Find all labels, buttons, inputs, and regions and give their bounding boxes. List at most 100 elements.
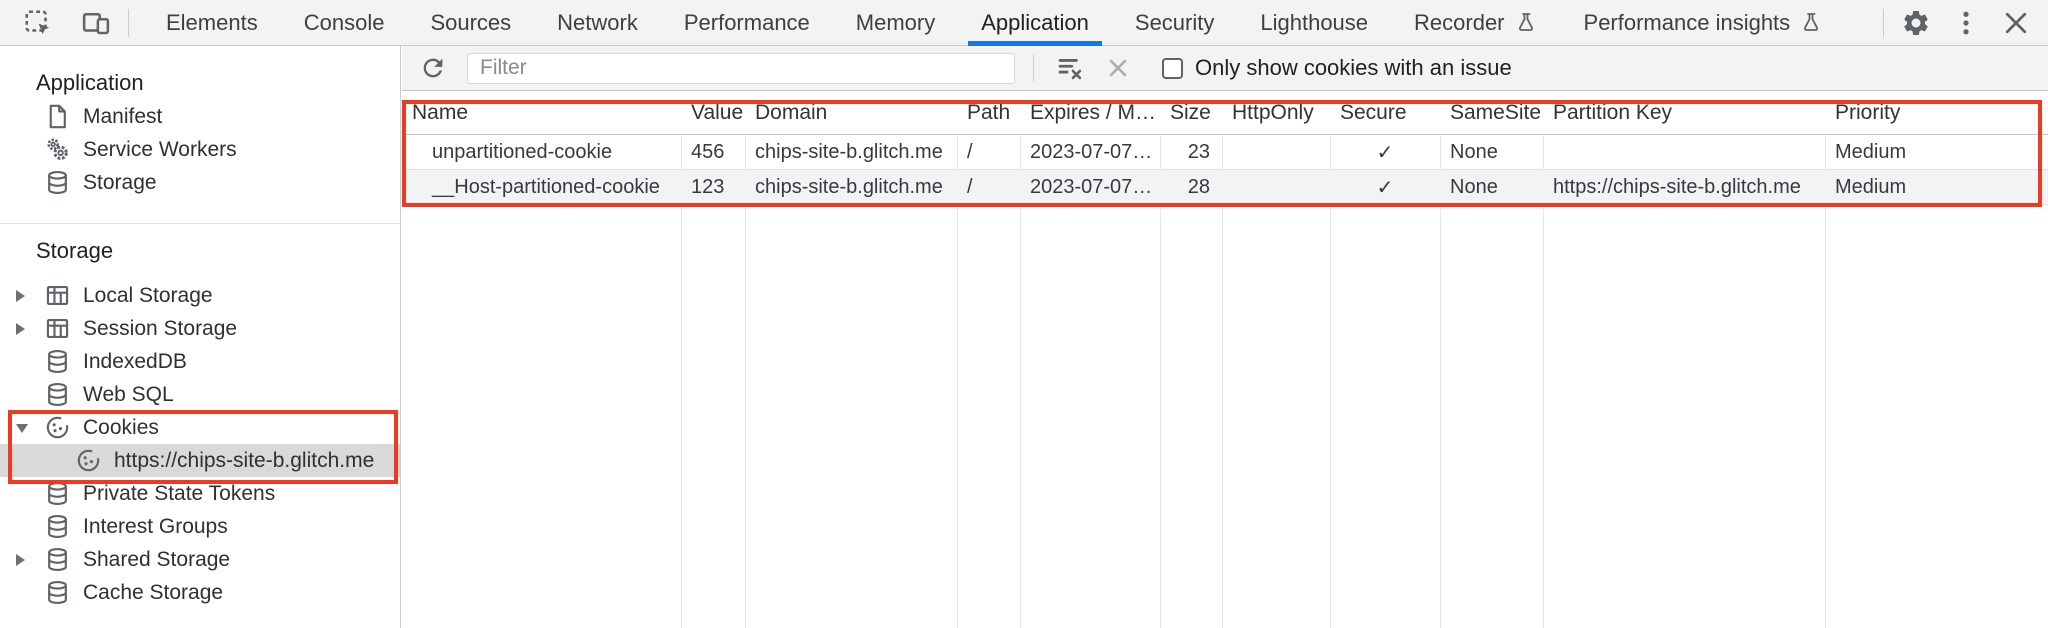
tab-console[interactable]: Console (281, 0, 408, 46)
database-icon (44, 480, 71, 507)
column-header-secure[interactable]: Secure (1340, 100, 1407, 124)
table-header-row: Name Value Domain Path Expires / M… Size HttpO… (402, 91, 2048, 135)
column-header-expires-m-[interactable]: Expires / M… (1030, 100, 1157, 124)
column-separator (681, 91, 682, 628)
cell-same-site[interactable]: None (1450, 175, 1498, 198)
delete-all-icon[interactable] (1100, 50, 1136, 86)
cell-size[interactable]: 23 (1187, 140, 1210, 163)
tab-lighthouse[interactable]: Lighthouse (1237, 0, 1391, 46)
cell-size[interactable]: 28 (1187, 175, 1210, 198)
cell-value[interactable]: 456 (691, 140, 725, 163)
tab-label: Console (303, 9, 385, 35)
manifest-file-icon (44, 103, 71, 130)
cell-path[interactable]: / (967, 140, 973, 163)
filter-input[interactable] (467, 52, 1015, 84)
cell-secure[interactable]: ✓ (1376, 141, 1394, 164)
tab-recorder[interactable]: Recorder (1391, 0, 1560, 46)
cell-domain[interactable]: chips-site-b.glitch.me (755, 175, 943, 198)
sidebar-item-interest-groups[interactable]: Interest Groups (0, 510, 400, 543)
cell-priority[interactable]: Medium (1835, 140, 1907, 163)
tab-security[interactable]: Security (1112, 0, 1237, 46)
refresh-icon[interactable] (415, 50, 451, 86)
cell-expires[interactable]: 2023-07-07… (1030, 140, 1153, 163)
tree-arrow-right-icon[interactable] (16, 322, 44, 335)
tab-network[interactable]: Network (534, 0, 661, 46)
sidebar-item-label: Manifest (83, 104, 163, 128)
column-header-name[interactable]: Name (412, 100, 469, 124)
cell-domain[interactable]: chips-site-b.glitch.me (755, 140, 943, 163)
cookie-row[interactable]: __Host-partitioned-cookie 123 chips-site-b… (402, 170, 2048, 205)
tab-elements[interactable]: Elements (143, 0, 281, 46)
database-icon (44, 348, 71, 375)
tab-label: Recorder (1414, 9, 1505, 35)
tab-memory[interactable]: Memory (833, 0, 958, 46)
sidebar-item-storage[interactable]: Storage (0, 166, 400, 199)
sidebar-item-label: IndexedDB (83, 349, 187, 373)
cell-secure[interactable]: ✓ (1376, 176, 1394, 199)
only-issue-checkbox[interactable] (1162, 57, 1183, 79)
column-header-path[interactable]: Path (967, 100, 1011, 124)
tree-arrow-right-icon[interactable] (16, 553, 44, 566)
cell-partition-key[interactable]: https://chips-site-b.glitch.me (1553, 175, 1801, 198)
cell-http-only[interactable] (1222, 135, 1330, 169)
tab-performance-insights[interactable]: Performance insights (1561, 0, 1847, 46)
close-icon[interactable] (1998, 5, 2034, 41)
inspect-icon[interactable] (20, 5, 56, 41)
sidebar-item-indexeddb[interactable]: IndexedDB (0, 345, 400, 378)
sidebar-item-manifest[interactable]: Manifest (0, 100, 400, 133)
column-separator (1222, 91, 1223, 628)
sidebar-item-web-sql[interactable]: Web SQL (0, 378, 400, 411)
settings-gear-icon[interactable] (1898, 5, 1934, 41)
sidebar-item-cache-storage[interactable]: Cache Storage (0, 576, 400, 609)
sidebar-item-cookies[interactable]: Cookies (0, 411, 400, 444)
column-header-samesite[interactable]: SameSite (1450, 100, 1542, 124)
sidebar-item-label: Web SQL (83, 382, 174, 406)
column-header-partition-key[interactable]: Partition Key (1553, 100, 1673, 124)
sidebar-item-session-storage[interactable]: Session Storage (0, 312, 400, 345)
cell-priority[interactable]: Medium (1835, 175, 1907, 198)
cookies-toolbar: Only show cookies with an issue (402, 46, 2048, 91)
tab-performance[interactable]: Performance (661, 0, 833, 46)
cell-same-site[interactable]: None (1450, 140, 1498, 163)
device-toolbar-icon[interactable] (78, 5, 114, 41)
tabbar-right-controls (1883, 5, 2048, 41)
cell-http-only[interactable] (1222, 170, 1330, 204)
column-separator (1440, 91, 1441, 628)
column-header-size[interactable]: Size (1170, 100, 1211, 124)
column-header-value[interactable]: Value (691, 100, 744, 124)
cell-value[interactable]: 123 (691, 175, 725, 198)
column-header-httponly[interactable]: HttpOnly (1232, 100, 1314, 124)
service-worker-icon (44, 136, 71, 163)
cookies-table: Name Value Domain Path Expires / M… Size HttpO… (402, 91, 2048, 628)
cell-partition-key[interactable] (1543, 135, 1825, 169)
cell-path[interactable]: / (967, 175, 973, 198)
clear-filter-icon[interactable] (1052, 50, 1088, 86)
tab-label: Elements (166, 9, 258, 35)
sidebar-item-service-workers[interactable]: Service Workers (0, 133, 400, 166)
sidebar-item-label: https://chips-site-b.glitch.me (114, 448, 375, 472)
database-icon (44, 579, 71, 606)
sidebar-item-https-chips-site-b-glitch-me[interactable]: https://chips-site-b.glitch.me (0, 444, 400, 477)
tabbar-divider (128, 8, 129, 37)
sidebar-item-label: Cookies (83, 415, 159, 439)
sidebar-item-shared-storage[interactable]: Shared Storage (0, 543, 400, 576)
column-separator (1543, 91, 1544, 628)
cookie-row[interactable]: unpartitioned-cookie 456 chips-site-b.glit… (402, 135, 2048, 170)
more-menu-icon[interactable] (1948, 5, 1984, 41)
tab-application[interactable]: Application (958, 0, 1112, 46)
cookie-icon (44, 414, 71, 441)
cell-name[interactable]: __Host-partitioned-cookie (432, 175, 660, 198)
only-issue-checkbox-label[interactable]: Only show cookies with an issue (1195, 55, 1512, 80)
tab-sources[interactable]: Sources (407, 0, 534, 46)
sidebar-item-private-state-tokens[interactable]: Private State Tokens (0, 477, 400, 510)
cell-name[interactable]: unpartitioned-cookie (432, 140, 613, 163)
tree-arrow-down-icon[interactable] (16, 422, 44, 433)
tree-arrow-right-icon[interactable] (16, 289, 44, 302)
column-header-domain[interactable]: Domain (755, 100, 828, 124)
cell-expires[interactable]: 2023-07-07… (1030, 175, 1153, 198)
column-header-priority[interactable]: Priority (1835, 100, 1901, 124)
sidebar-item-local-storage[interactable]: Local Storage (0, 279, 400, 312)
